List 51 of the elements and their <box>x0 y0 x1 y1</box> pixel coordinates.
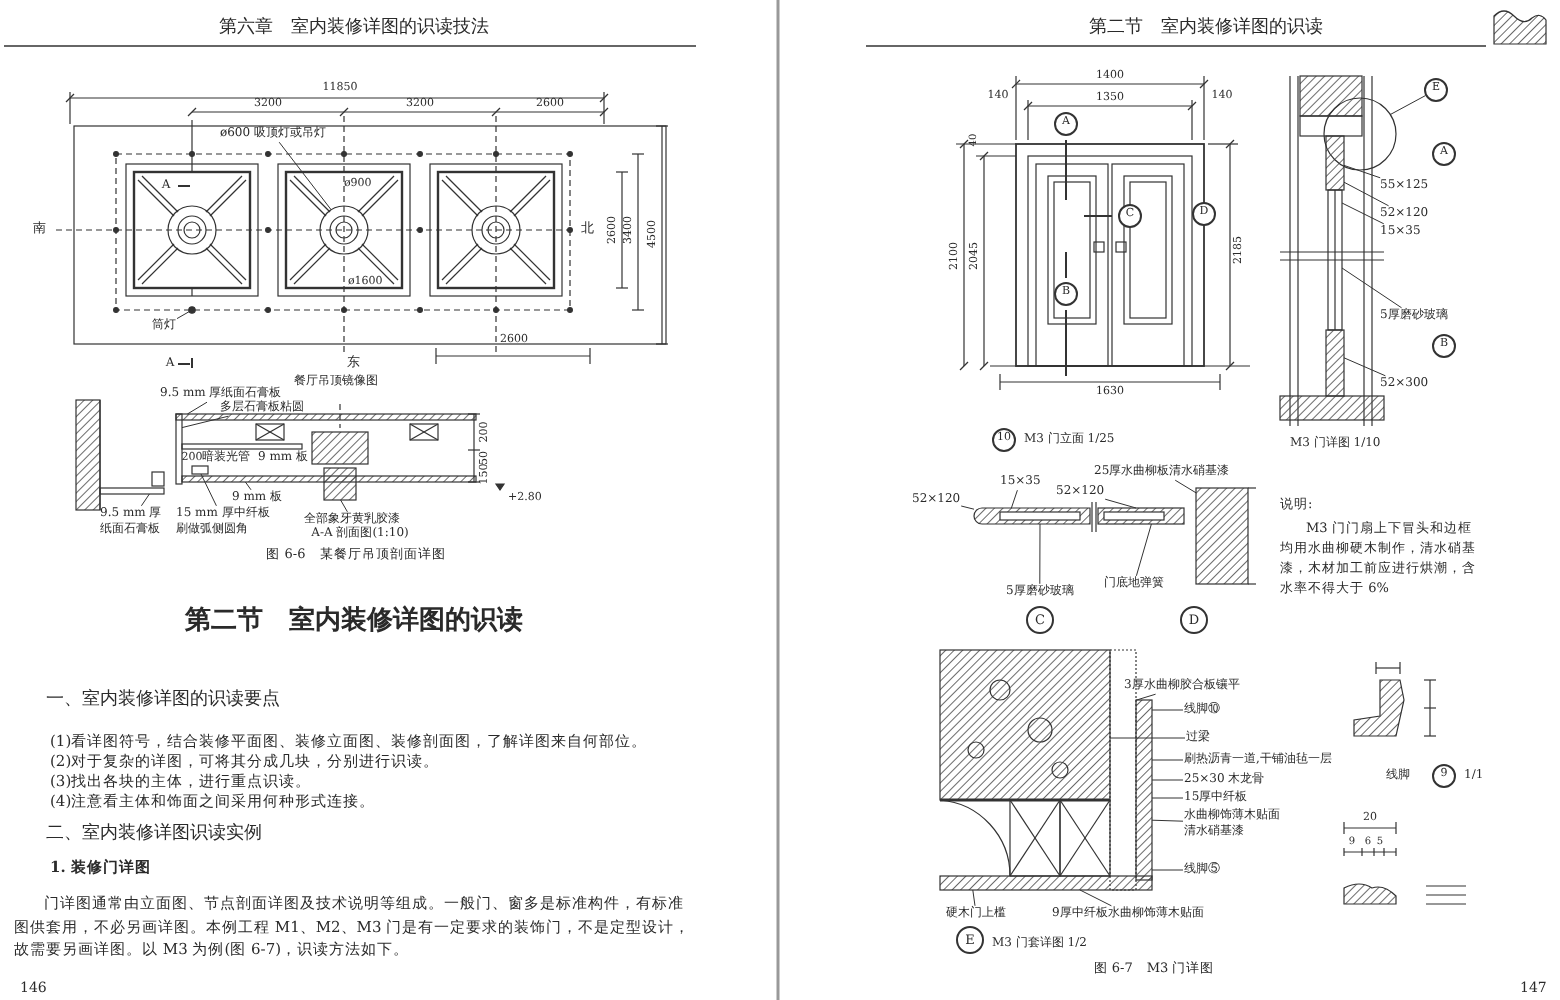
door-stile-section <box>973 507 1091 525</box>
leader-line <box>278 141 332 211</box>
subsection-heading: 一、室内装修详图的识读要点 <box>46 689 280 711</box>
leader-line <box>1151 819 1184 822</box>
leader-line <box>1151 797 1184 799</box>
leader-line <box>960 505 975 510</box>
leader-line <box>186 401 208 415</box>
leader-line <box>1389 95 1426 116</box>
leader-line <box>244 481 252 491</box>
leader-line <box>1135 523 1152 577</box>
frame-section <box>1195 487 1249 585</box>
leader-line <box>1039 523 1041 585</box>
subsection-heading: 二、室内装修详图识读实例 <box>46 823 262 845</box>
leader-line <box>1343 181 1390 207</box>
sill-section <box>939 875 1153 891</box>
fixture-section <box>323 467 357 501</box>
leader-line <box>1079 889 1112 907</box>
door-stile-section <box>1097 507 1185 525</box>
leader-line <box>1151 709 1184 711</box>
door-rail-section <box>1325 135 1345 191</box>
leader-line <box>1343 164 1381 179</box>
leader-line <box>181 415 229 429</box>
downlight-symbol <box>188 306 196 314</box>
leader-line <box>972 889 976 907</box>
lintel-section <box>939 649 1111 801</box>
glass-section <box>1327 189 1343 331</box>
leader-line <box>1341 202 1385 225</box>
leader-line <box>340 499 348 513</box>
leader-line <box>1151 779 1184 781</box>
leader-line <box>176 311 190 320</box>
leader-line <box>200 473 217 507</box>
leader-line <box>1341 267 1403 309</box>
leader-line <box>1151 869 1184 871</box>
lamp-symbol <box>319 205 369 255</box>
leader-line <box>1135 693 1157 701</box>
leader-line <box>1343 357 1386 377</box>
board-section <box>181 475 477 483</box>
page-header: 第六章 室内装修详图的识读技法 <box>219 17 489 39</box>
leader-line <box>1104 498 1137 509</box>
section-heading: 第二节 室内装修详图的识读 <box>185 606 523 638</box>
leader-line <box>1151 759 1184 761</box>
leader-line <box>140 493 150 507</box>
leader-line <box>1174 479 1197 494</box>
door-rail-section <box>1325 329 1345 397</box>
page-header: 第二节 室内装修详图的识读 <box>1089 17 1323 39</box>
batten-section <box>191 465 209 475</box>
board-section <box>175 413 477 421</box>
molding-section <box>1135 699 1153 881</box>
board-section <box>175 413 183 485</box>
board-section <box>99 487 165 495</box>
leader-line <box>1010 489 1018 509</box>
